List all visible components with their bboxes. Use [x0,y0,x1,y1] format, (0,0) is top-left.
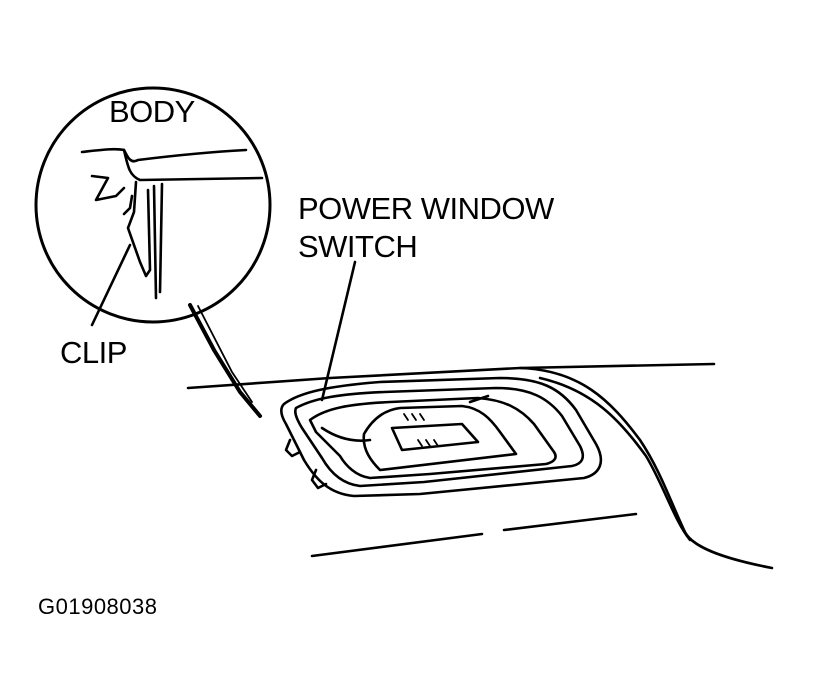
switch-label: SWITCH [298,229,418,264]
body-panel-edge [80,147,248,163]
trim-clip-hooks [284,438,328,490]
detail-circle [34,86,272,324]
body-label: BODY [109,94,195,129]
switch-recess [308,396,557,480]
magnifier-stem-edge [197,305,253,403]
switch-toggle-face [390,422,480,452]
bezel-outer [279,376,603,498]
switch-bezel [279,376,603,498]
power-window-label: POWER WINDOW [298,191,554,226]
body-panel-lower-edge [122,148,264,182]
switch-highlight [468,394,490,404]
clip-leg-inner-2 [158,182,164,294]
clip-hook-upper [284,438,302,458]
magnifier-stem [188,303,262,418]
trim-right-contour [518,366,774,570]
switch-grip-bottom [417,439,439,447]
recess-shadow [320,426,372,442]
figure-code: G01908038 [38,594,158,619]
clip-leg-inner [152,184,158,300]
bezel-inner [293,386,585,488]
clip-leader-line [90,243,132,327]
door-trim-panel [186,362,774,570]
clip-barb [122,194,134,216]
trim-lower-line-1 [310,532,484,558]
trim-top-edge [186,362,716,390]
switch-toggle [362,404,518,472]
clip-hook-lower [310,468,328,490]
trim-right-contour-inner [538,376,692,542]
clip-leg-outer [126,180,152,278]
clip-label: CLIP [60,335,127,370]
body-flange [90,174,126,202]
switch-grip-top [403,413,425,421]
trim-lower-line-2 [502,512,638,532]
